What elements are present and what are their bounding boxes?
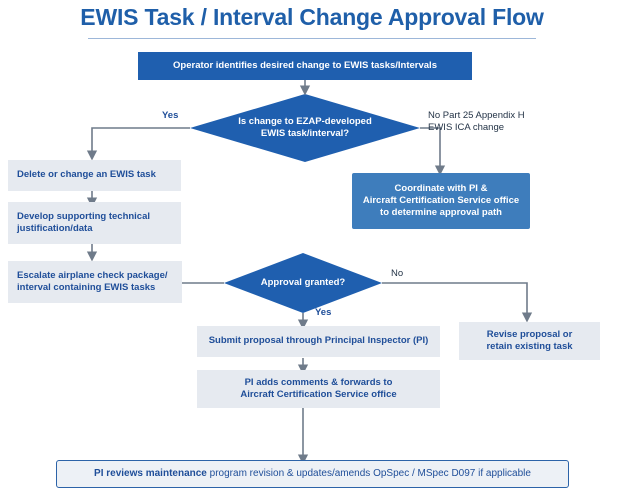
- node-final[interactable]: PI reviews maintenance program revision …: [56, 460, 569, 488]
- edge-label-no-part25-line2: EWIS ICA change: [428, 122, 505, 134]
- node-escalate-line2: interval containing EWIS tasks: [17, 282, 156, 293]
- node-develop-line1: Develop supporting technical: [17, 210, 151, 222]
- node-final-bold: PI reviews maintenance: [94, 467, 210, 479]
- node-revise-line1: Revise proposal or: [486, 328, 573, 340]
- node-escalate-line1: Escalate airplane check package/: [17, 269, 168, 281]
- node-pi-adds-line2: Aircraft Certification Service office: [240, 389, 397, 400]
- node-submit-label: Submit proposal through Principal Inspec…: [208, 335, 429, 347]
- node-coordinate-line1: Coordinate with PI &: [394, 182, 488, 194]
- edge-decision2-no: [382, 282, 533, 323]
- node-start-label: Operator identifies desired change to EW…: [173, 59, 437, 71]
- edge-label-no-part25-line1: No Part 25 Appendix H: [428, 110, 525, 121]
- node-submit[interactable]: Submit proposal through Principal Inspec…: [197, 326, 440, 357]
- node-revise[interactable]: Revise proposal or retain existing task: [459, 322, 600, 360]
- node-coordinate[interactable]: Coordinate with PI & Aircraft Certificat…: [352, 173, 530, 229]
- decision-shape-ezap: [190, 94, 420, 162]
- title-divider: [88, 38, 536, 39]
- edge-label-no-right: No: [391, 268, 404, 279]
- node-pi-adds[interactable]: PI adds comments & forwards to Aircraft …: [197, 370, 440, 408]
- node-develop-line2: justification/data: [17, 223, 93, 234]
- node-revise-line2: retain existing task: [486, 341, 573, 352]
- node-final-normal: program revision & updates/amends OpSpec…: [209, 467, 531, 479]
- node-start[interactable]: Operator identifies desired change to EW…: [138, 52, 472, 80]
- page-title: EWIS Task / Interval Change Approval Flo…: [80, 4, 544, 30]
- edge-label-no-part25: No Part 25 Appendix H EWIS ICA change: [428, 110, 525, 135]
- edge-label-yes-down: Yes: [315, 307, 332, 318]
- node-delete-change[interactable]: Delete or change an EWIS task: [8, 160, 181, 191]
- edge-decision1-no: [420, 127, 446, 176]
- edge-decision1-yes: [86, 127, 190, 161]
- node-escalate[interactable]: Escalate airplane check package/ interva…: [8, 261, 182, 303]
- decision-shape-approval: [224, 253, 382, 313]
- node-coordinate-line2: Aircraft Certification Service office: [362, 194, 520, 206]
- node-coordinate-line3: to determine approval path: [380, 207, 502, 219]
- node-pi-adds-line1: PI adds comments & forwards to: [244, 376, 393, 388]
- node-develop[interactable]: Develop supporting technical justificati…: [8, 202, 181, 244]
- node-delete-change-label: Delete or change an EWIS task: [17, 169, 156, 181]
- edge-label-yes-left: Yes: [162, 110, 179, 121]
